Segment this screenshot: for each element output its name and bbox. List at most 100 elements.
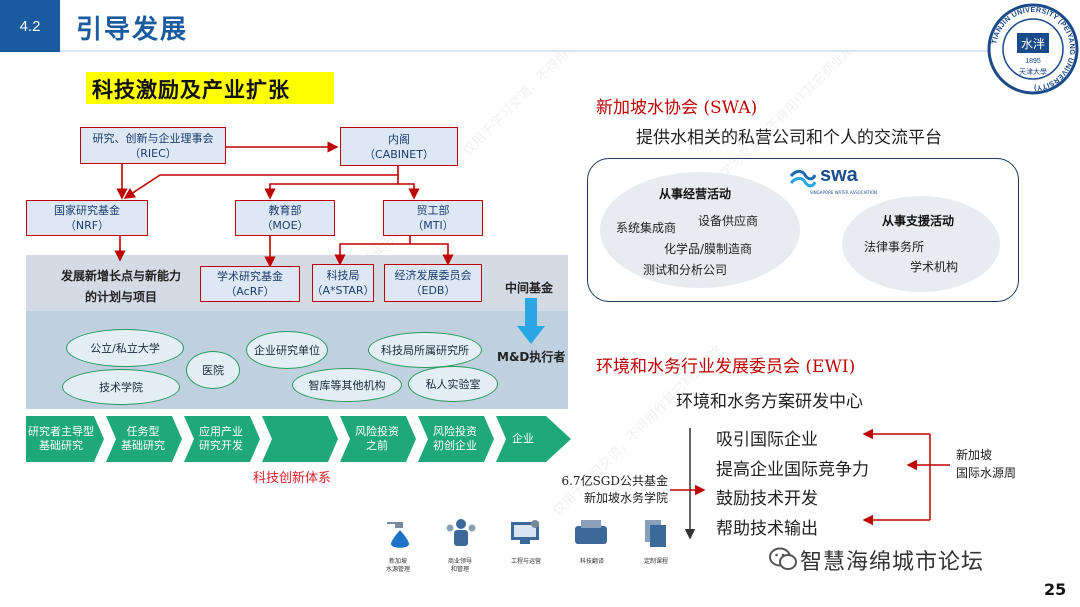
swa-left-item: 系统集成商 xyxy=(616,221,677,235)
ellipse-label: 智库等其他机构 xyxy=(308,379,386,392)
ewi-fund-label: 6.7亿SGD公共基金 新加坡水务学院 xyxy=(520,472,668,506)
nrf-abbr: （NRF） xyxy=(64,219,110,232)
ellipse-hospitals: 医院 xyxy=(186,351,240,389)
page-number: 25 xyxy=(1044,580,1067,599)
ellipse-label: 技术学院 xyxy=(99,381,143,394)
mti-box: 贸工部 （MTI） xyxy=(383,200,483,236)
pipeline-stage: 应用产业研究开发 xyxy=(199,425,243,452)
ewi-side-label: 新加坡 国际水源周 xyxy=(956,446,1016,482)
ellipse-universities: 公立/私立大学 xyxy=(66,329,184,367)
swa-right-item: 法律事务所 xyxy=(864,240,925,254)
ewi-subtitle: 环境和水务方案研发中心 xyxy=(676,392,863,412)
swa-left-cloud xyxy=(600,172,800,288)
mti-abbr: （MTI） xyxy=(412,219,454,232)
org-connectors xyxy=(114,141,454,268)
ellipse-label: 私人实验室 xyxy=(425,378,481,391)
logo-center-glyph: 水泮 xyxy=(1021,37,1045,51)
acrf-label: 学术研究基金 xyxy=(217,270,283,283)
swa-logo-sub: SINGAPORE WATER ASSOCIATION xyxy=(810,190,877,195)
header-bar xyxy=(60,0,990,52)
astar-box: 科技局 （A*STAR） xyxy=(311,264,375,302)
ewi-side-line1: 新加坡 xyxy=(956,448,993,462)
documents-icon xyxy=(645,520,666,547)
swa-title: 新加坡水协会 (SWA) xyxy=(596,98,758,118)
ellipse-label: 公立/私立大学 xyxy=(90,342,160,355)
service-icons: 新加坡水源管理 商业领导和管理 工程与运营 科技翻译 定制课程 xyxy=(373,514,693,584)
moe-label: 教育部 xyxy=(268,204,302,217)
icon-caption: 工程与运营 xyxy=(510,558,541,565)
wechat-icon xyxy=(769,547,797,570)
program-band-line2: 的计划与项目 xyxy=(84,290,157,304)
down-arrow-icon xyxy=(517,298,545,344)
swa-subtitle: 提供水相关的私营公司和个人的交流平台 xyxy=(636,128,942,148)
astar-abbr: （A*STAR） xyxy=(311,284,375,297)
ellipse-polytechnics: 技术学院 xyxy=(62,369,180,405)
swa-right-item: 学术机构 xyxy=(910,260,959,274)
people-icon xyxy=(446,519,476,546)
ewi-item: 吸引国际企业 xyxy=(716,430,818,450)
engineering-icon xyxy=(511,520,539,544)
university-logo: TIANJIN UNIVERSITY (PEIYANG UNIVERSITY) … xyxy=(986,2,1080,96)
intermediate-fund-label: 中间基金 xyxy=(505,281,554,295)
ewi-title: 环境和水务行业发展委员会 (EWI) xyxy=(596,357,856,377)
ellipse-think-tanks: 智库等其他机构 xyxy=(292,368,402,402)
acrf-box: 学术研究基金 （AcRF） xyxy=(200,266,300,302)
swa-left-item: 化学品/膜制造商 xyxy=(664,242,753,256)
icon-caption: 商业领导和管理 xyxy=(447,558,472,573)
program-band-label: 发展新增长点与新能力 的计划与项目 xyxy=(46,266,196,308)
program-band-line1: 发展新增长点与新能力 xyxy=(60,269,181,283)
nrf-box: 国家研究基金 （NRF） xyxy=(26,200,148,236)
page-title: 引导发展 xyxy=(76,15,189,45)
ewi-fund-line2: 新加坡水务学院 xyxy=(583,491,668,505)
swa-left-item: 测试和分析公司 xyxy=(643,263,728,277)
ellipse-private-labs: 私人实验室 xyxy=(408,366,498,402)
riec-abbr: （RIEC） xyxy=(129,146,177,160)
logo-year: 1895 xyxy=(1025,58,1041,65)
ewi-item: 鼓励技术开发 xyxy=(716,489,818,509)
ellipse-corporate-labs: 企业研究单位 xyxy=(246,331,328,369)
acrf-abbr: （AcRF） xyxy=(225,285,275,298)
edb-box: 经济发展委员会 （EDB） xyxy=(384,264,482,302)
ellipse-label: 科技局所属研究所 xyxy=(381,344,469,357)
header-divider xyxy=(60,50,990,52)
innovation-system-caption: 科技创新体系 xyxy=(253,471,332,486)
swa-frame xyxy=(587,158,1019,302)
icon-caption: 定制课程 xyxy=(643,558,668,565)
mti-label: 贸工部 xyxy=(416,204,450,217)
ewi-item: 帮助技术输出 xyxy=(716,519,818,539)
subtitle-highlight xyxy=(86,72,334,104)
translation-icon xyxy=(575,520,607,544)
moe-abbr: （MOE） xyxy=(261,219,309,232)
swa-right-heading: 从事支援活动 xyxy=(882,214,955,228)
ewi-fund-line1: 6.7亿SGD公共基金 xyxy=(561,474,668,488)
innovation-pipeline xyxy=(26,416,571,462)
swa-logo-text: swa xyxy=(820,164,858,186)
ellipse-label: 医院 xyxy=(202,364,224,377)
ewi-connectors xyxy=(670,428,950,540)
pipeline-stage: 研究者主导型基础研究 xyxy=(28,425,94,452)
cabinet-abbr: （CABINET） xyxy=(364,147,434,161)
icon-caption: 科技翻译 xyxy=(579,558,604,565)
swa-left-heading: 从事经营活动 xyxy=(659,187,732,201)
moe-box: 教育部 （MOE） xyxy=(235,200,335,236)
logo-name: 天津大學 xyxy=(1019,67,1047,76)
ellipse-label: 企业研究单位 xyxy=(254,344,320,357)
md-executor-label: M&D执行者 xyxy=(497,350,566,364)
cabinet-box: 内阁 （CABINET） xyxy=(340,127,458,166)
icon-caption: 新加坡水源管理 xyxy=(385,558,410,573)
section-number: 4.2 xyxy=(0,0,60,52)
riec-box: 研究、创新与企业理事会 （RIEC） xyxy=(80,127,226,164)
pipeline-stage: 任务型基础研究 xyxy=(121,425,165,452)
wechat-account-name: 智慧海绵城市论坛 xyxy=(800,550,985,575)
cabinet-label: 内阁 xyxy=(388,132,410,146)
pipeline-stage: 企业 xyxy=(512,432,534,445)
nrf-label: 国家研究基金 xyxy=(54,204,120,217)
water-drop-icon xyxy=(387,522,409,548)
astar-label: 科技局 xyxy=(326,269,360,282)
pipeline-stage: 风险投资初创企业 xyxy=(433,425,477,452)
swa-logo: swa SINGAPORE WATER ASSOCIATION xyxy=(790,164,880,200)
swa-left-item: 设备供应商 xyxy=(698,214,759,228)
swa-right-cloud xyxy=(842,196,1000,292)
diagram-subtitle: 科技激励及产业扩张 xyxy=(92,78,290,102)
ewi-item: 提高企业国际竞争力 xyxy=(716,460,869,480)
